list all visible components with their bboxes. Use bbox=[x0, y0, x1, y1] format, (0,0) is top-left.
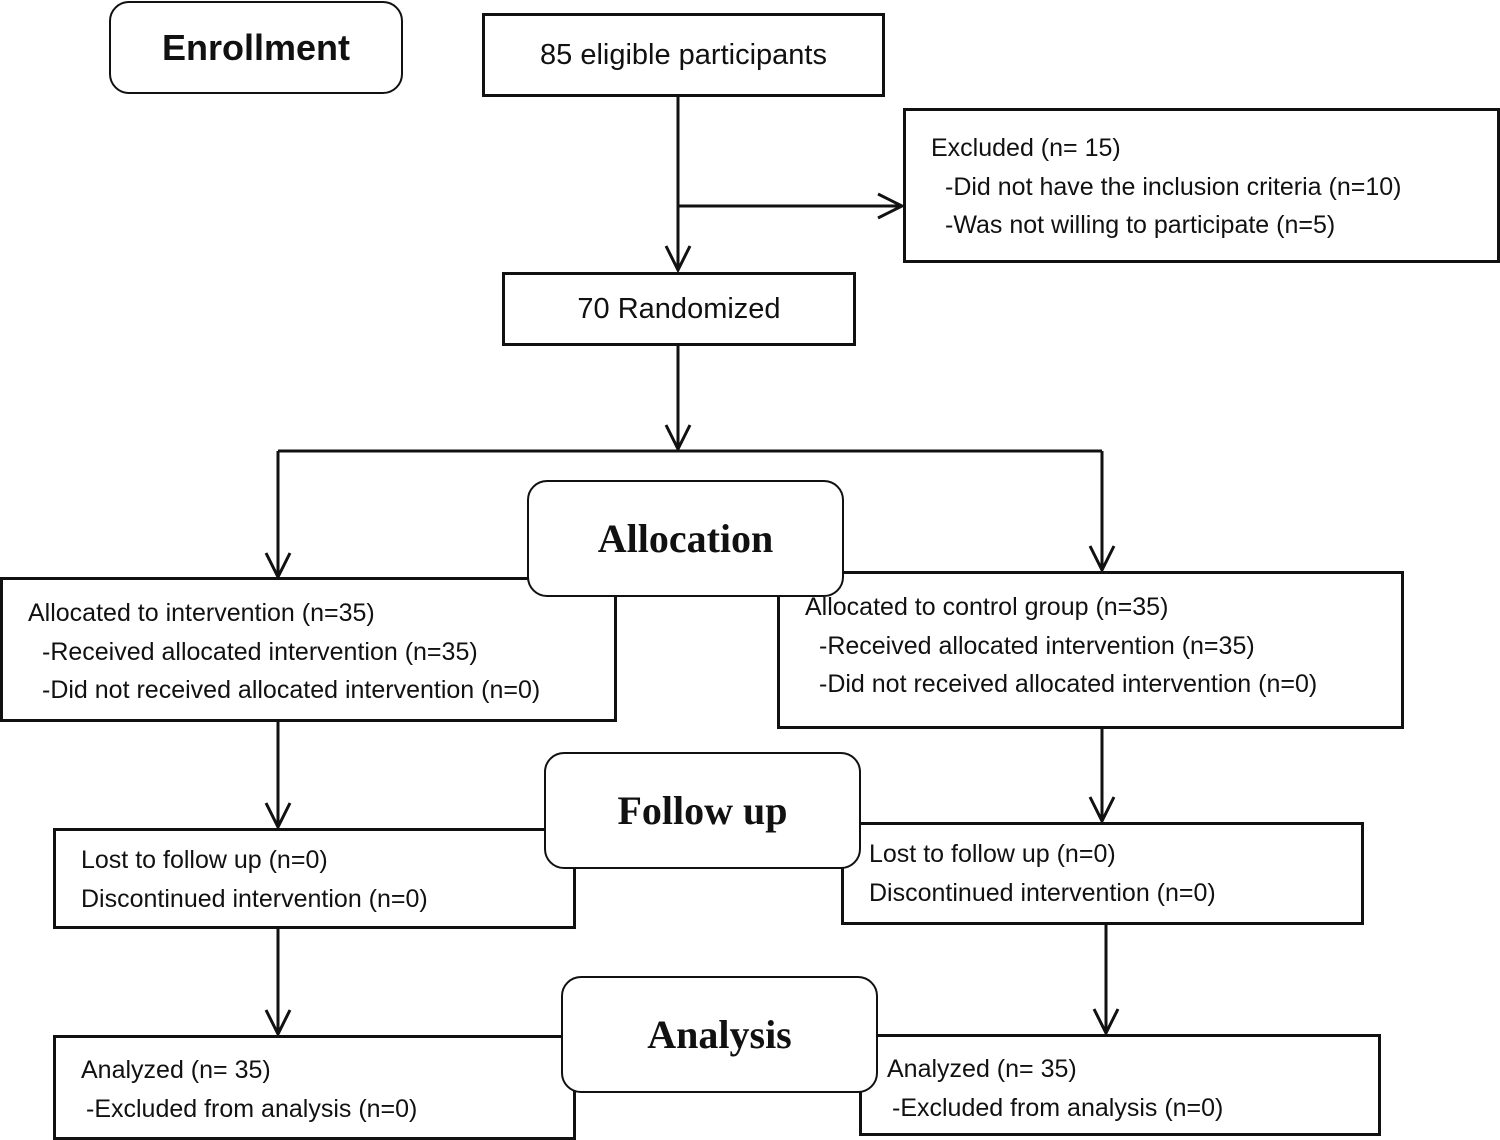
connector-intervention-to-analysis bbox=[264, 928, 292, 1038]
control-received: -Received allocated intervention (n=35) bbox=[819, 631, 1255, 660]
connector-intervention-to-follow-up bbox=[264, 720, 292, 831]
stage-follow-up-label: Follow up bbox=[617, 788, 788, 833]
eligible-text: 85 eligible participants bbox=[540, 38, 827, 71]
intervention-not-received: -Did not received allocated intervention… bbox=[42, 676, 541, 704]
intervention-discontinued: Discontinued intervention (n=0) bbox=[81, 884, 428, 913]
excluded-box: Excluded (n= 15) -Did not have the inclu… bbox=[903, 108, 1500, 263]
excluded-title: Excluded (n= 15) bbox=[931, 134, 1121, 162]
excluded-reason-criteria: -Did not have the inclusion criteria (n=… bbox=[945, 172, 1402, 201]
control-excluded-analysis: -Excluded from analysis (n=0) bbox=[892, 1093, 1224, 1122]
stage-analysis: Analysis bbox=[561, 976, 878, 1093]
intervention-analysis-box: Analyzed (n= 35) -Excluded from analysis… bbox=[53, 1035, 576, 1140]
control-not-received: -Did not received allocated intervention… bbox=[819, 670, 1318, 698]
intervention-received: -Received allocated intervention (n=35) bbox=[42, 637, 478, 666]
stage-enrollment: Enrollment bbox=[109, 1, 403, 94]
stage-analysis-label: Analysis bbox=[647, 1012, 792, 1057]
connector-to-control-allocation bbox=[1088, 451, 1116, 574]
connector-randomized-to-split bbox=[278, 345, 1102, 453]
excluded-reason-unwilling: -Was not willing to participate (n=5) bbox=[945, 211, 1336, 239]
randomized-text: 70 Randomized bbox=[577, 292, 781, 325]
connector-control-to-analysis bbox=[1092, 925, 1120, 1037]
control-discontinued: Discontinued intervention (n=0) bbox=[869, 878, 1216, 907]
control-allocation-title: Allocated to control group (n=35) bbox=[805, 593, 1169, 621]
stage-follow-up: Follow up bbox=[544, 752, 861, 869]
stage-allocation-label: Allocation bbox=[597, 516, 774, 561]
connector-to-excluded bbox=[678, 192, 906, 220]
control-follow-up-box: Lost to follow up (n=0) Discontinued int… bbox=[841, 822, 1364, 925]
control-lost: Lost to follow up (n=0) bbox=[869, 840, 1116, 868]
connector-control-to-follow-up bbox=[1088, 728, 1116, 825]
connector-eligible-to-randomized bbox=[664, 96, 692, 274]
intervention-allocation-title: Allocated to intervention (n=35) bbox=[28, 599, 375, 627]
intervention-excluded-analysis: -Excluded from analysis (n=0) bbox=[86, 1094, 418, 1123]
intervention-allocation-box: Allocated to intervention (n=35) -Receiv… bbox=[0, 577, 617, 722]
connector-to-intervention-allocation bbox=[264, 451, 292, 581]
intervention-analyzed: Analyzed (n= 35) bbox=[81, 1056, 271, 1084]
stage-allocation: Allocation bbox=[527, 480, 844, 597]
randomized-box: 70 Randomized bbox=[502, 272, 856, 346]
control-analysis-box: Analyzed (n= 35) -Excluded from analysis… bbox=[859, 1034, 1381, 1136]
intervention-lost: Lost to follow up (n=0) bbox=[81, 846, 328, 874]
eligible-box: 85 eligible participants bbox=[482, 13, 885, 97]
control-allocation-box: Allocated to control group (n=35) -Recei… bbox=[777, 571, 1404, 729]
intervention-follow-up-box: Lost to follow up (n=0) Discontinued int… bbox=[53, 828, 576, 929]
stage-enrollment-label: Enrollment bbox=[161, 26, 350, 68]
control-analyzed: Analyzed (n= 35) bbox=[887, 1055, 1077, 1083]
